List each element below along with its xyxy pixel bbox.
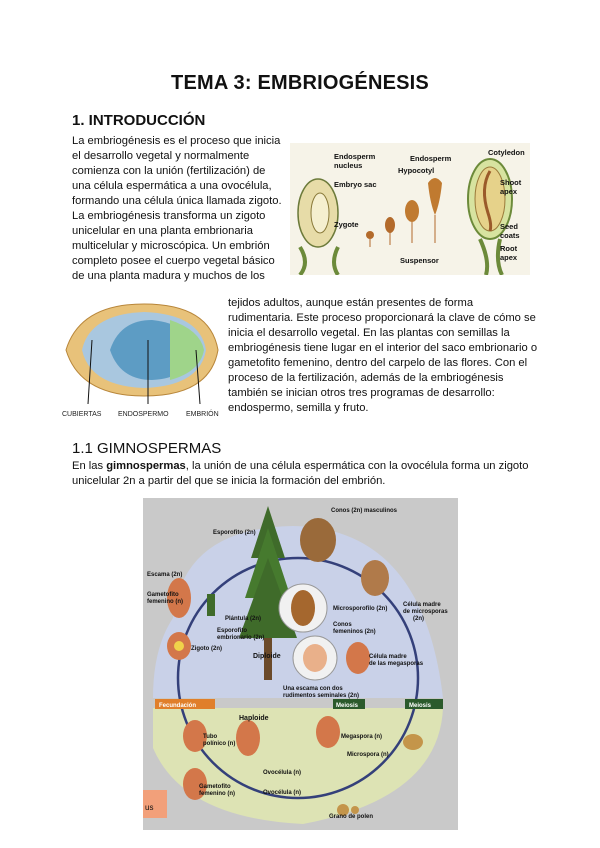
label-cubiertas: CUBIERTAS — [62, 411, 102, 418]
label-microspora: Microspora (n) — [347, 752, 389, 758]
label-ovocelula-1: Ovocélula (n) — [263, 770, 301, 776]
label-zygote: Zygote — [334, 220, 359, 229]
label-fecundacion: Fecundación — [159, 703, 196, 709]
label-grano-polen: Grano de polen — [329, 814, 373, 820]
label-microsporofilo: Microsporofilo (2n) — [333, 606, 387, 612]
intro-paragraph-2: tejidos adultos, aunque están presentes … — [228, 297, 538, 414]
label-ovocelula-2: Ovocélula (n) — [263, 790, 301, 796]
label-hypocotyl: Hypocotyl — [398, 166, 434, 175]
seed-cross-section-figure: CUBIERTAS ENDOSPERMO EMBRIÓN — [60, 300, 222, 422]
label-diploide: Diploide — [253, 653, 281, 660]
gimno-text-pre: En las — [72, 460, 107, 472]
section-heading-gimnospermas: 1.1 GIMNOSPERMAS — [72, 440, 222, 457]
label-endosperm: Endosperm — [410, 154, 452, 163]
label-meiosis-1: Meiosis — [336, 703, 359, 709]
label-endospermo: ENDOSPERMO — [118, 411, 169, 418]
label-embryo-sac: Embryo sac — [334, 180, 377, 189]
gymnosperm-life-cycle-figure: Conos (2n) masculinos Esporofito (2n) Cé… — [143, 498, 458, 830]
gimnospermas-paragraph: En las gimnospermas, la unión de una cél… — [72, 459, 542, 489]
label-esporofito: Esporofito (2n) — [213, 530, 256, 536]
page-title: TEMA 3: EMBRIOGÉNESIS — [171, 72, 429, 94]
intro-paragraph-1: La embriogénesis es el proceso que inici… — [72, 135, 282, 282]
label-haploide: Haploide — [239, 715, 269, 722]
label-escama: Escama (2n) — [147, 572, 182, 578]
label-meiosis-2: Meiosis — [409, 703, 432, 709]
label-megaspora: Megaspora (n) — [341, 734, 382, 740]
label-conos-masculinos: Conos (2n) masculinos — [331, 508, 398, 514]
label-corner-us: us — [145, 803, 153, 812]
gimno-term-bold: gimnospermas — [106, 460, 186, 472]
section-heading-introduccion: 1. INTRODUCCIÓN — [72, 112, 206, 129]
label-suspensor: Suspensor — [400, 256, 439, 265]
label-cotyledon: Cotyledon — [488, 148, 525, 157]
label-embrion: EMBRIÓN — [186, 409, 219, 418]
gimno-text-post: , la unión de una célula espermática con… — [72, 460, 529, 487]
label-zigoto: Zigoto (2n) — [191, 646, 222, 652]
label-plantula: Plántula (2n) — [225, 616, 261, 622]
